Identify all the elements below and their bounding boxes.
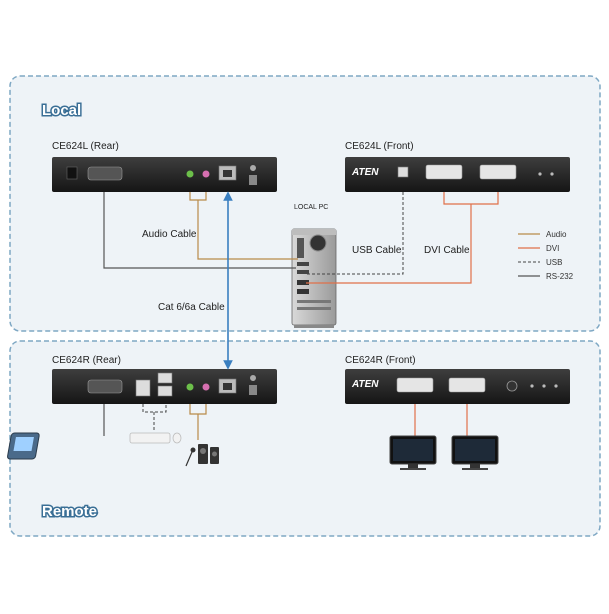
audio-cable (189, 192, 298, 260)
remote-usb-cable (142, 404, 167, 430)
touchscreen-device (7, 432, 40, 460)
legend-audio: Audio (546, 230, 567, 239)
legend-rs232: RS-232 (546, 272, 574, 281)
cat6-cable-label: Cat 6/6a Cable (158, 302, 225, 313)
audio-cable-label: Audio Cable (142, 229, 197, 240)
remote-rear-label: CE624R (Rear) (52, 355, 121, 366)
microphone-speakers (185, 444, 219, 467)
legend-dvi: DVI (546, 244, 559, 253)
remote-front-label: CE624R (Front) (345, 355, 416, 366)
aten-logo: ATEN (351, 167, 379, 178)
local-zone (9, 75, 601, 332)
ce624r-front-device: ATEN (345, 369, 570, 404)
keyboard-mouse (129, 432, 182, 444)
usb-cable (306, 192, 404, 275)
monitor-1 (389, 435, 437, 470)
legend: Audio DVI USB RS-232 (518, 230, 574, 281)
ce624l-front-device: ATEN (345, 157, 570, 192)
ce624r-rear-device (52, 369, 277, 404)
usb-cable-label: USB Cable (352, 245, 402, 256)
dvi-cable-label: DVI Cable (424, 245, 470, 256)
local-pc-label: LOCAL PC (294, 204, 328, 211)
monitor-2 (451, 435, 499, 470)
remote-zone-label: Remote (42, 503, 97, 520)
local-zone-label: Local (42, 102, 81, 119)
local-front-label: CE624L (Front) (345, 141, 414, 152)
ce624l-rear-device (52, 157, 277, 192)
remote-audio-cable (189, 404, 207, 440)
aten-logo: ATEN (351, 379, 379, 390)
local-pc: LOCAL PC (291, 204, 337, 328)
local-rear-label: CE624L (Rear) (52, 141, 119, 152)
dvi-cable (306, 192, 499, 284)
legend-usb: USB (546, 258, 562, 267)
